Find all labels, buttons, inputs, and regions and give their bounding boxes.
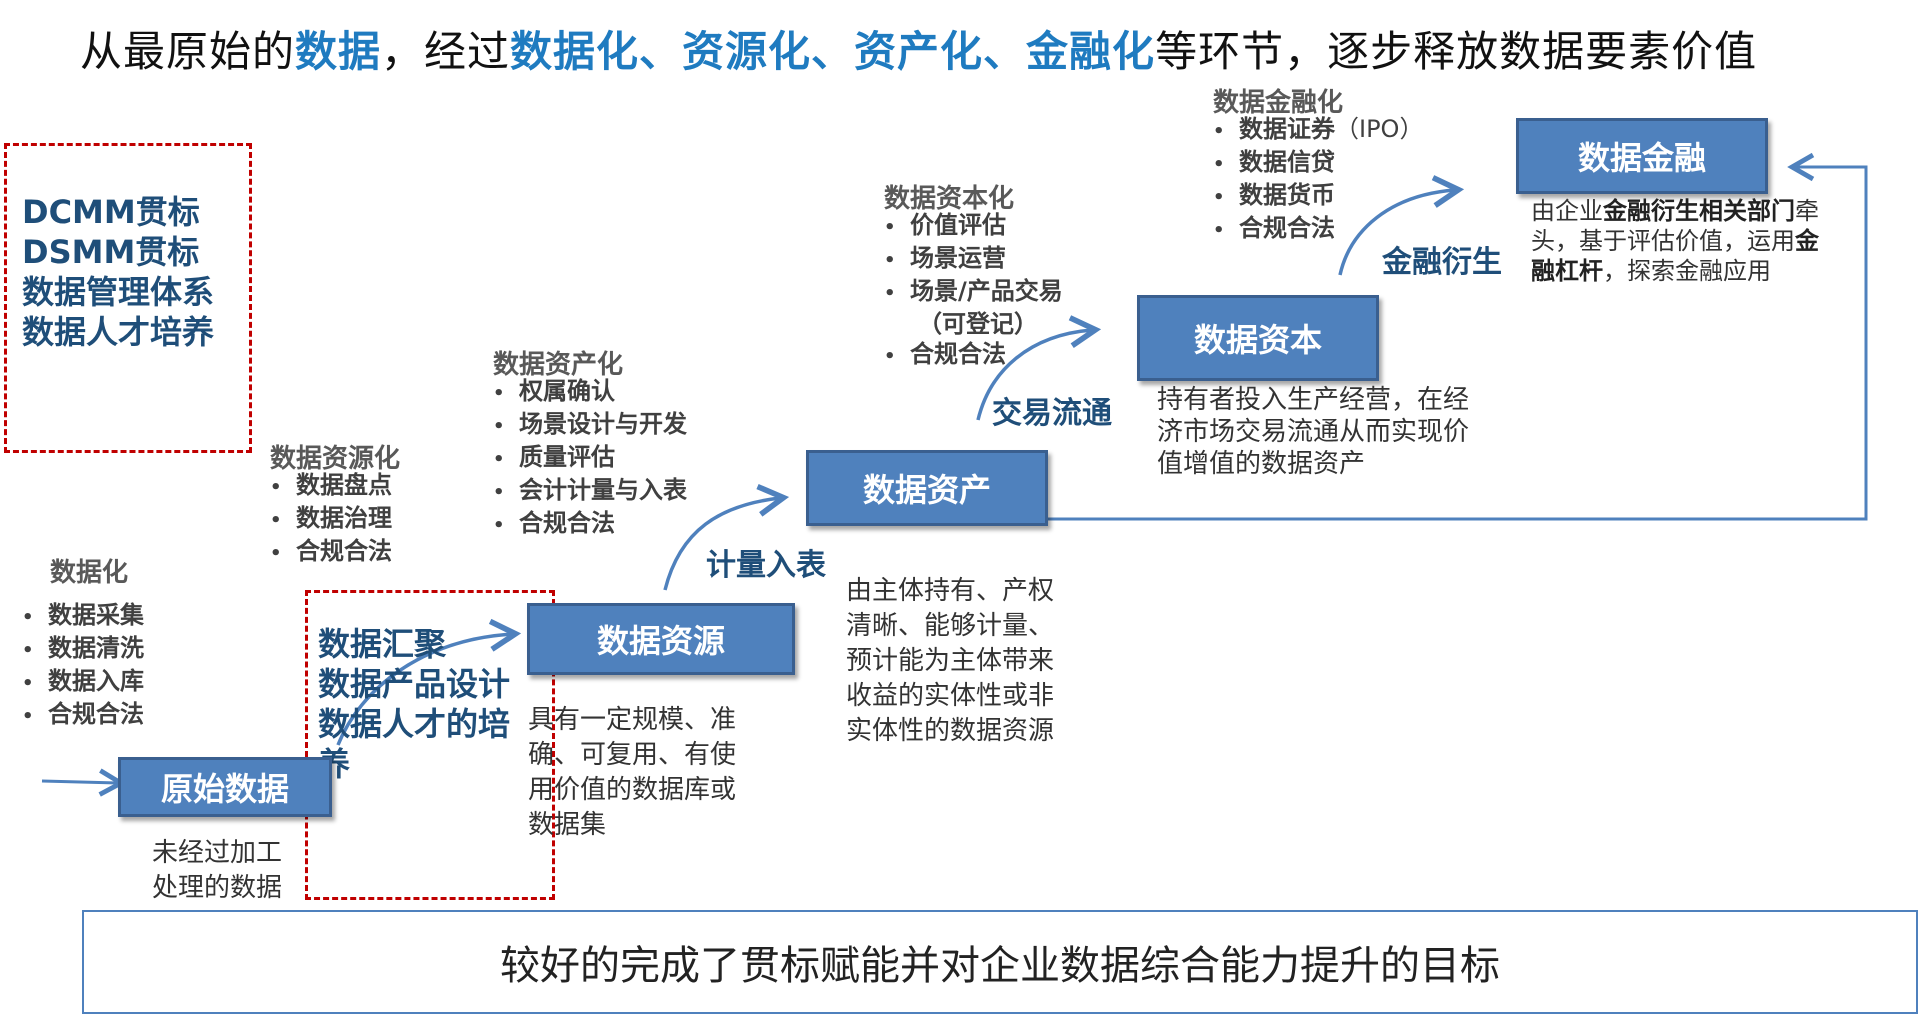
desc-line: 清晰、能够计量、 [846,611,1055,641]
stage-finance-label: 数据金融 [1577,139,1706,177]
list-item: 数据盘点 [270,470,392,503]
phase-financialization-title: 数据金融化 [1213,88,1344,118]
desc-line: 预计能为主体带来 [846,646,1055,676]
left-box-text: DCMM贯标 DSMM贯标 数据管理体系 数据人才培养 [22,192,214,352]
phase-resourcification-list: 数据盘点 数据治理 合规合法 [270,470,392,569]
phase-capitalization-list: 价值评估 场景运营 场景/产品交易 （可登记） 合规合法 [884,210,1063,372]
stage-capital-desc: 持有者投入生产经营，在经 济市场交易流通从而实现价 值增值的数据资产 [1157,384,1469,480]
title-part-3: 等环节，逐步释放数据要素价值 [1155,27,1758,76]
list-item: 会计计量与入表 [493,475,687,508]
arrow-raw-to-resource [336,618,522,746]
arrow-resource-to-asset [663,483,790,591]
list-item: 合规合法 [884,339,1063,372]
stage-asset-box: 数据资产 [806,450,1048,526]
stage-capital-label: 数据资本 [1193,321,1322,359]
list-item: 权属确认 [493,376,687,409]
desc-part-bold: 金 [1795,227,1819,255]
list-item: 数据入库 [22,666,144,699]
left-box-line: 数据人才培养 [22,313,215,351]
phase-datafication-title: 数据化 [50,558,129,588]
middle-box-line: 养 [318,745,351,783]
stage-finance-desc: 由企业金融衍生相关部门牵头，基于评估价值，运用金融杠杆，探索金融应用 [1531,196,1851,286]
summary-text: 较好的完成了贯标赋能并对企业数据综合能力提升的目标 [500,943,1500,989]
desc-line: 处理的数据 [152,873,283,903]
list-item: 合规合法 [270,536,392,569]
list-item: 合规合法 [493,508,687,541]
phase-assetization-list: 权属确认 场景设计与开发 质量评估 会计计量与入表 合规合法 [493,376,687,541]
stage-resource-box: 数据资源 [527,603,795,675]
middle-box-line: 数据人才的培 [318,705,511,743]
list-item: 数据采集 [22,600,144,633]
desc-line: 持有者投入生产经营，在经 [1157,385,1470,415]
stage-raw-box: 原始数据 [118,757,332,817]
desc-line: 数据集 [528,810,607,840]
list-item: （可登记） [918,310,1038,338]
stage-resource-desc: 具有一定规模、准 确、可复用、有使 用价值的数据库或 数据集 [528,703,736,843]
transition-label-trading: 交易流通 [992,396,1112,431]
list-item: 数据治理 [270,503,392,536]
list-item: 合规合法 [1213,213,1423,246]
desc-line: 未经过加工 [152,838,283,868]
list-item-text: 数据证券 [1239,115,1335,143]
desc-part: 头，基于评估价值，运用 [1531,227,1795,255]
list-item: 数据货币 [1213,180,1423,213]
list-item: 数据证券（IPO） [1213,114,1423,147]
transition-label-derivative: 金融衍生 [1382,245,1502,280]
middle-box-line: 数据汇聚 [318,625,447,663]
stage-raw-desc: 未经过加工 处理的数据 [152,836,282,906]
desc-line: 具有一定规模、准 [528,705,737,735]
left-box-line: DCMM贯标 [22,193,200,231]
list-item: 场景运营 [884,243,1063,276]
middle-dashed-box [305,590,555,900]
phase-assetization-title: 数据资产化 [493,350,624,380]
phase-resourcification-title: 数据资源化 [270,444,401,474]
desc-part-bold: 融杠杆 [1531,257,1603,285]
title-highlight-stages: 数据化、资源化、资产化、金融化 [510,27,1156,76]
list-item: 数据信贷 [1213,147,1423,180]
list-item: 合规合法 [22,699,144,732]
middle-box-line: 数据产品设计 [318,665,511,703]
left-dashed-box [4,143,252,453]
list-item: 数据清洗 [22,633,144,666]
desc-part: 由企业 [1531,197,1603,225]
phase-financialization-list: 数据证券（IPO） 数据信贷 数据货币 合规合法 [1213,114,1423,246]
desc-line: 实体性的数据资源 [846,716,1055,746]
stage-resource-label: 数据资源 [596,622,725,660]
desc-part-bold: 金融衍生相关部门 [1603,197,1795,225]
middle-box-text: 数据汇聚 数据产品设计 数据人才的培 养 [318,624,510,784]
desc-line: 由主体持有、产权 [846,576,1055,606]
transition-label-accounting: 计量入表 [706,548,826,583]
stage-asset-label: 数据资产 [862,471,991,509]
list-item: 场景设计与开发 [493,409,687,442]
desc-part: 牵 [1795,197,1819,225]
phase-datafication-list: 数据采集 数据清洗 数据入库 合规合法 [22,600,144,732]
stage-finance-box: 数据金融 [1516,118,1768,194]
list-item-suffix: （IPO） [1335,115,1424,143]
stage-capital-box: 数据资本 [1137,295,1379,381]
desc-line: 确、可复用、有使 [528,740,737,770]
stage-asset-desc: 由主体持有、产权 清晰、能够计量、 预计能为主体带来 收益的实体性或非 实体性的… [846,574,1054,749]
title-highlight-data: 数据 [295,27,382,76]
list-item: 场景/产品交易 [884,276,1063,309]
entry-arrow [41,768,126,797]
desc-line: 收益的实体性或非 [846,681,1055,711]
left-box-line: 数据管理体系 [22,273,215,311]
summary-box: 较好的完成了贯标赋能并对企业数据综合能力提升的目标 [82,910,1918,1014]
desc-part: ，探索金融应用 [1603,257,1771,285]
title-part-1: 从最原始的 [80,27,296,76]
stage-raw-label: 原始数据 [160,770,289,808]
list-item: 质量评估 [493,442,687,475]
desc-line: 济市场交易流通从而实现价 [1157,417,1470,447]
left-box-line: DSMM贯标 [22,233,200,271]
list-item: 价值评估 [884,210,1063,243]
page-title: 从最原始的数据，经过数据化、资源化、资产化、金融化等环节，逐步释放数据要素价值 [80,18,1757,79]
arrow-feedback-loop [1042,152,1868,521]
phase-capitalization-title: 数据资本化 [884,184,1015,214]
desc-line: 值增值的数据资产 [1157,449,1366,479]
desc-line: 用价值的数据库或 [528,775,737,805]
title-part-2: ，经过 [381,27,511,76]
